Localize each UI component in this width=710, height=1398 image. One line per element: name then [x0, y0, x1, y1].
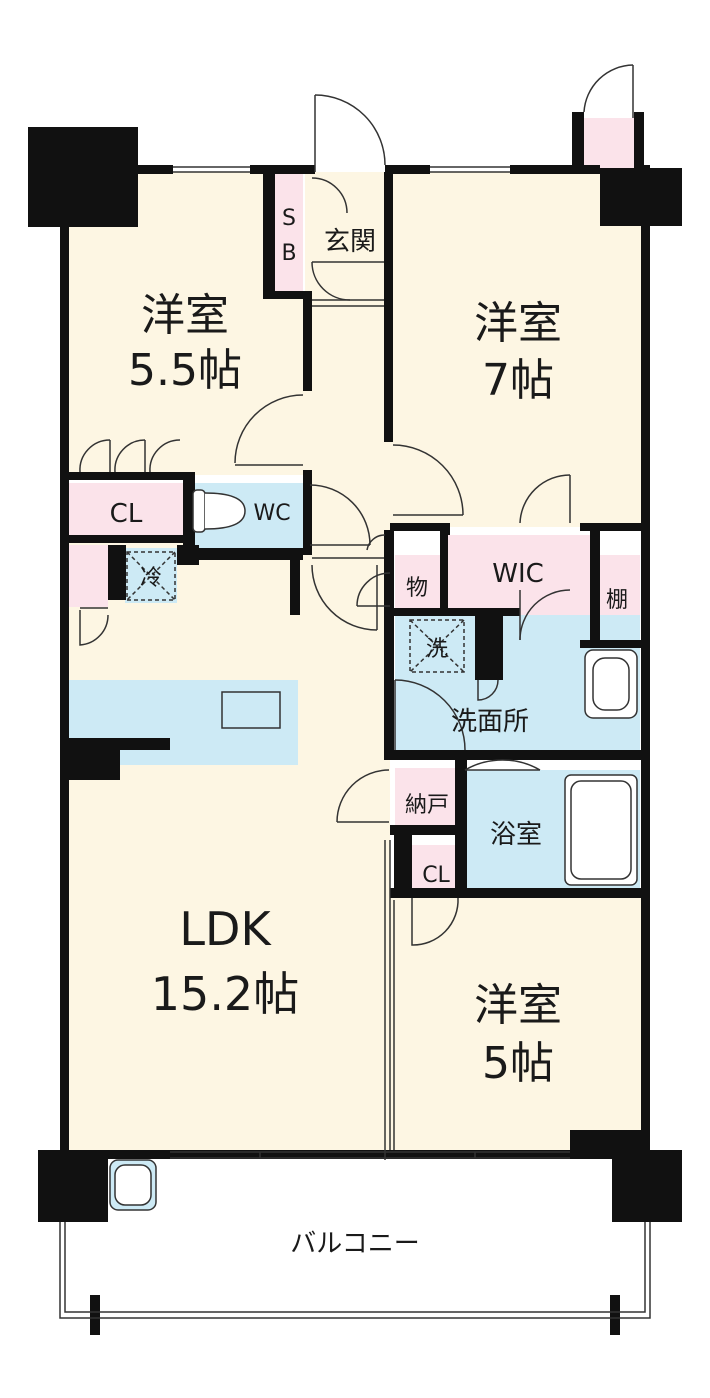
ldk-size: 15.2帖: [151, 967, 299, 1021]
wic-area: [445, 535, 590, 640]
wic-label: WIC: [492, 559, 544, 589]
pantry-area: [68, 545, 108, 607]
entry-box-area: [583, 118, 635, 168]
western-room-3-area: [390, 895, 642, 1150]
storeroom-label: 納戸: [405, 793, 449, 818]
storeroom-area: [395, 768, 460, 826]
closet-1-area: [68, 483, 183, 538]
pillar-bottom-left: [38, 1150, 108, 1222]
ldk-name: LDK: [179, 902, 272, 956]
room-fills: [68, 118, 642, 1150]
western-room-2-name: 洋室: [474, 298, 562, 349]
western-room-1-size: 5.5帖: [128, 345, 242, 396]
washer-label: 洗: [426, 637, 448, 662]
bathroom-label: 浴室: [490, 820, 542, 850]
shoe-box-s-label: S: [282, 206, 296, 231]
refrigerator-label: 冷: [140, 566, 162, 591]
western-room-3-name: 洋室: [474, 980, 562, 1031]
shoe-box-area: [275, 174, 303, 291]
pillar-top-left: [28, 127, 138, 227]
pillar-bottom-right: [612, 1150, 682, 1222]
entrance-area: [305, 172, 390, 562]
shoe-box-b-label: B: [281, 241, 296, 266]
western-room-3-size: 5帖: [482, 1038, 554, 1089]
entrance-label: 玄関: [324, 227, 376, 257]
shelf-label: 棚: [606, 588, 628, 613]
walls: [28, 112, 682, 1335]
storage-area: [395, 555, 440, 610]
balcony-label: バルコニー: [290, 1229, 419, 1259]
western-room-1-name: 洋室: [141, 290, 229, 341]
western-room-2-area: [390, 172, 642, 527]
closet-2-area: [412, 845, 460, 893]
ldk-area: [68, 540, 390, 1150]
storage-label: 物: [406, 576, 428, 601]
labels: 洋室 5.5帖 洋室 7帖 LDK 15.2帖 洋室 5帖 玄関 S B CL …: [110, 206, 628, 1259]
western-room-1-area: [68, 172, 305, 475]
fixtures: [59, 64, 651, 1319]
closet-2-label: CL: [422, 863, 450, 888]
western-room-2-size: 7帖: [482, 355, 554, 406]
toilet-label: WC: [253, 501, 290, 526]
closet-1-label: CL: [110, 499, 143, 529]
washroom-label: 洗面所: [451, 707, 529, 737]
